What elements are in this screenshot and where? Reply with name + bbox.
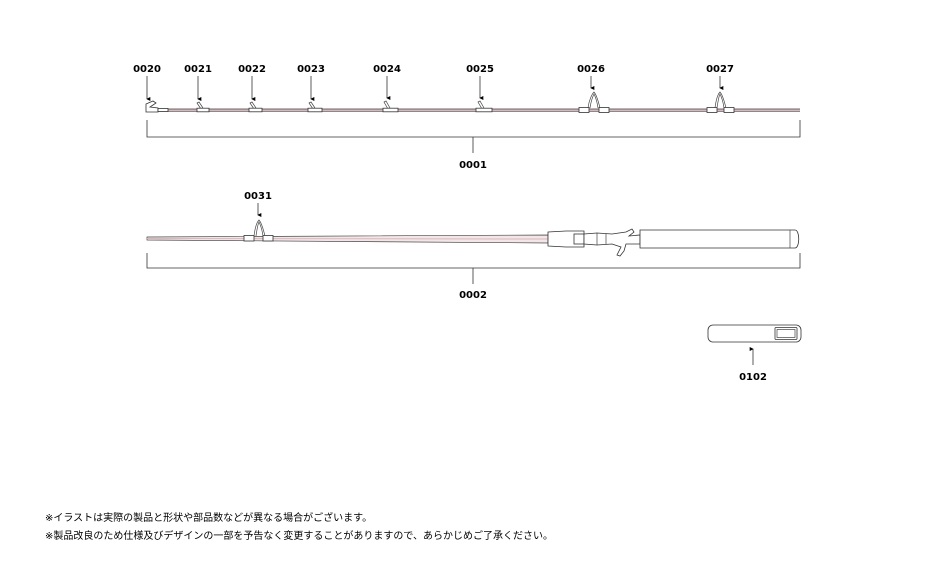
- guide-0025: [475, 100, 493, 113]
- rear-grip: [639, 229, 800, 249]
- tip-section-bracket: [146, 120, 801, 138]
- callout-0025: 0025: [466, 64, 494, 75]
- callout-0001: 0001: [459, 160, 487, 171]
- disclaimer-illustration: ※イラストは実際の製品と形状や部品数などが異なる場合がございます。: [45, 513, 373, 524]
- guide-0031: [243, 219, 274, 242]
- callout-0020: 0020: [133, 64, 161, 75]
- callout-0021: 0021: [184, 64, 212, 75]
- guide-0026: [578, 91, 610, 113]
- disclaimer-specifications: ※製品改良のため仕様及びデザインの一部を予告なく変更することがありますので、あら…: [45, 531, 553, 542]
- guide-0023: [307, 101, 323, 113]
- callout-0024: 0024: [373, 64, 401, 75]
- reel-seat: [583, 228, 641, 257]
- guide-0021: [196, 101, 210, 113]
- rod-bag: [707, 324, 802, 365]
- tip-section: [145, 76, 801, 153]
- guide-0024: [382, 100, 399, 113]
- callout-0022: 0022: [238, 64, 266, 75]
- guide-0027: [706, 91, 735, 113]
- callout-0002: 0002: [459, 290, 487, 301]
- callout-0026: 0026: [577, 64, 605, 75]
- butt-section-bracket: [146, 253, 801, 269]
- callout-0031: 0031: [244, 191, 272, 202]
- callout-0102: 0102: [739, 372, 767, 383]
- tip-top-guide: [145, 100, 159, 113]
- butt-section: [146, 203, 801, 284]
- callout-0027: 0027: [706, 64, 734, 75]
- guide-0022: [248, 101, 263, 113]
- callout-0023: 0023: [297, 64, 325, 75]
